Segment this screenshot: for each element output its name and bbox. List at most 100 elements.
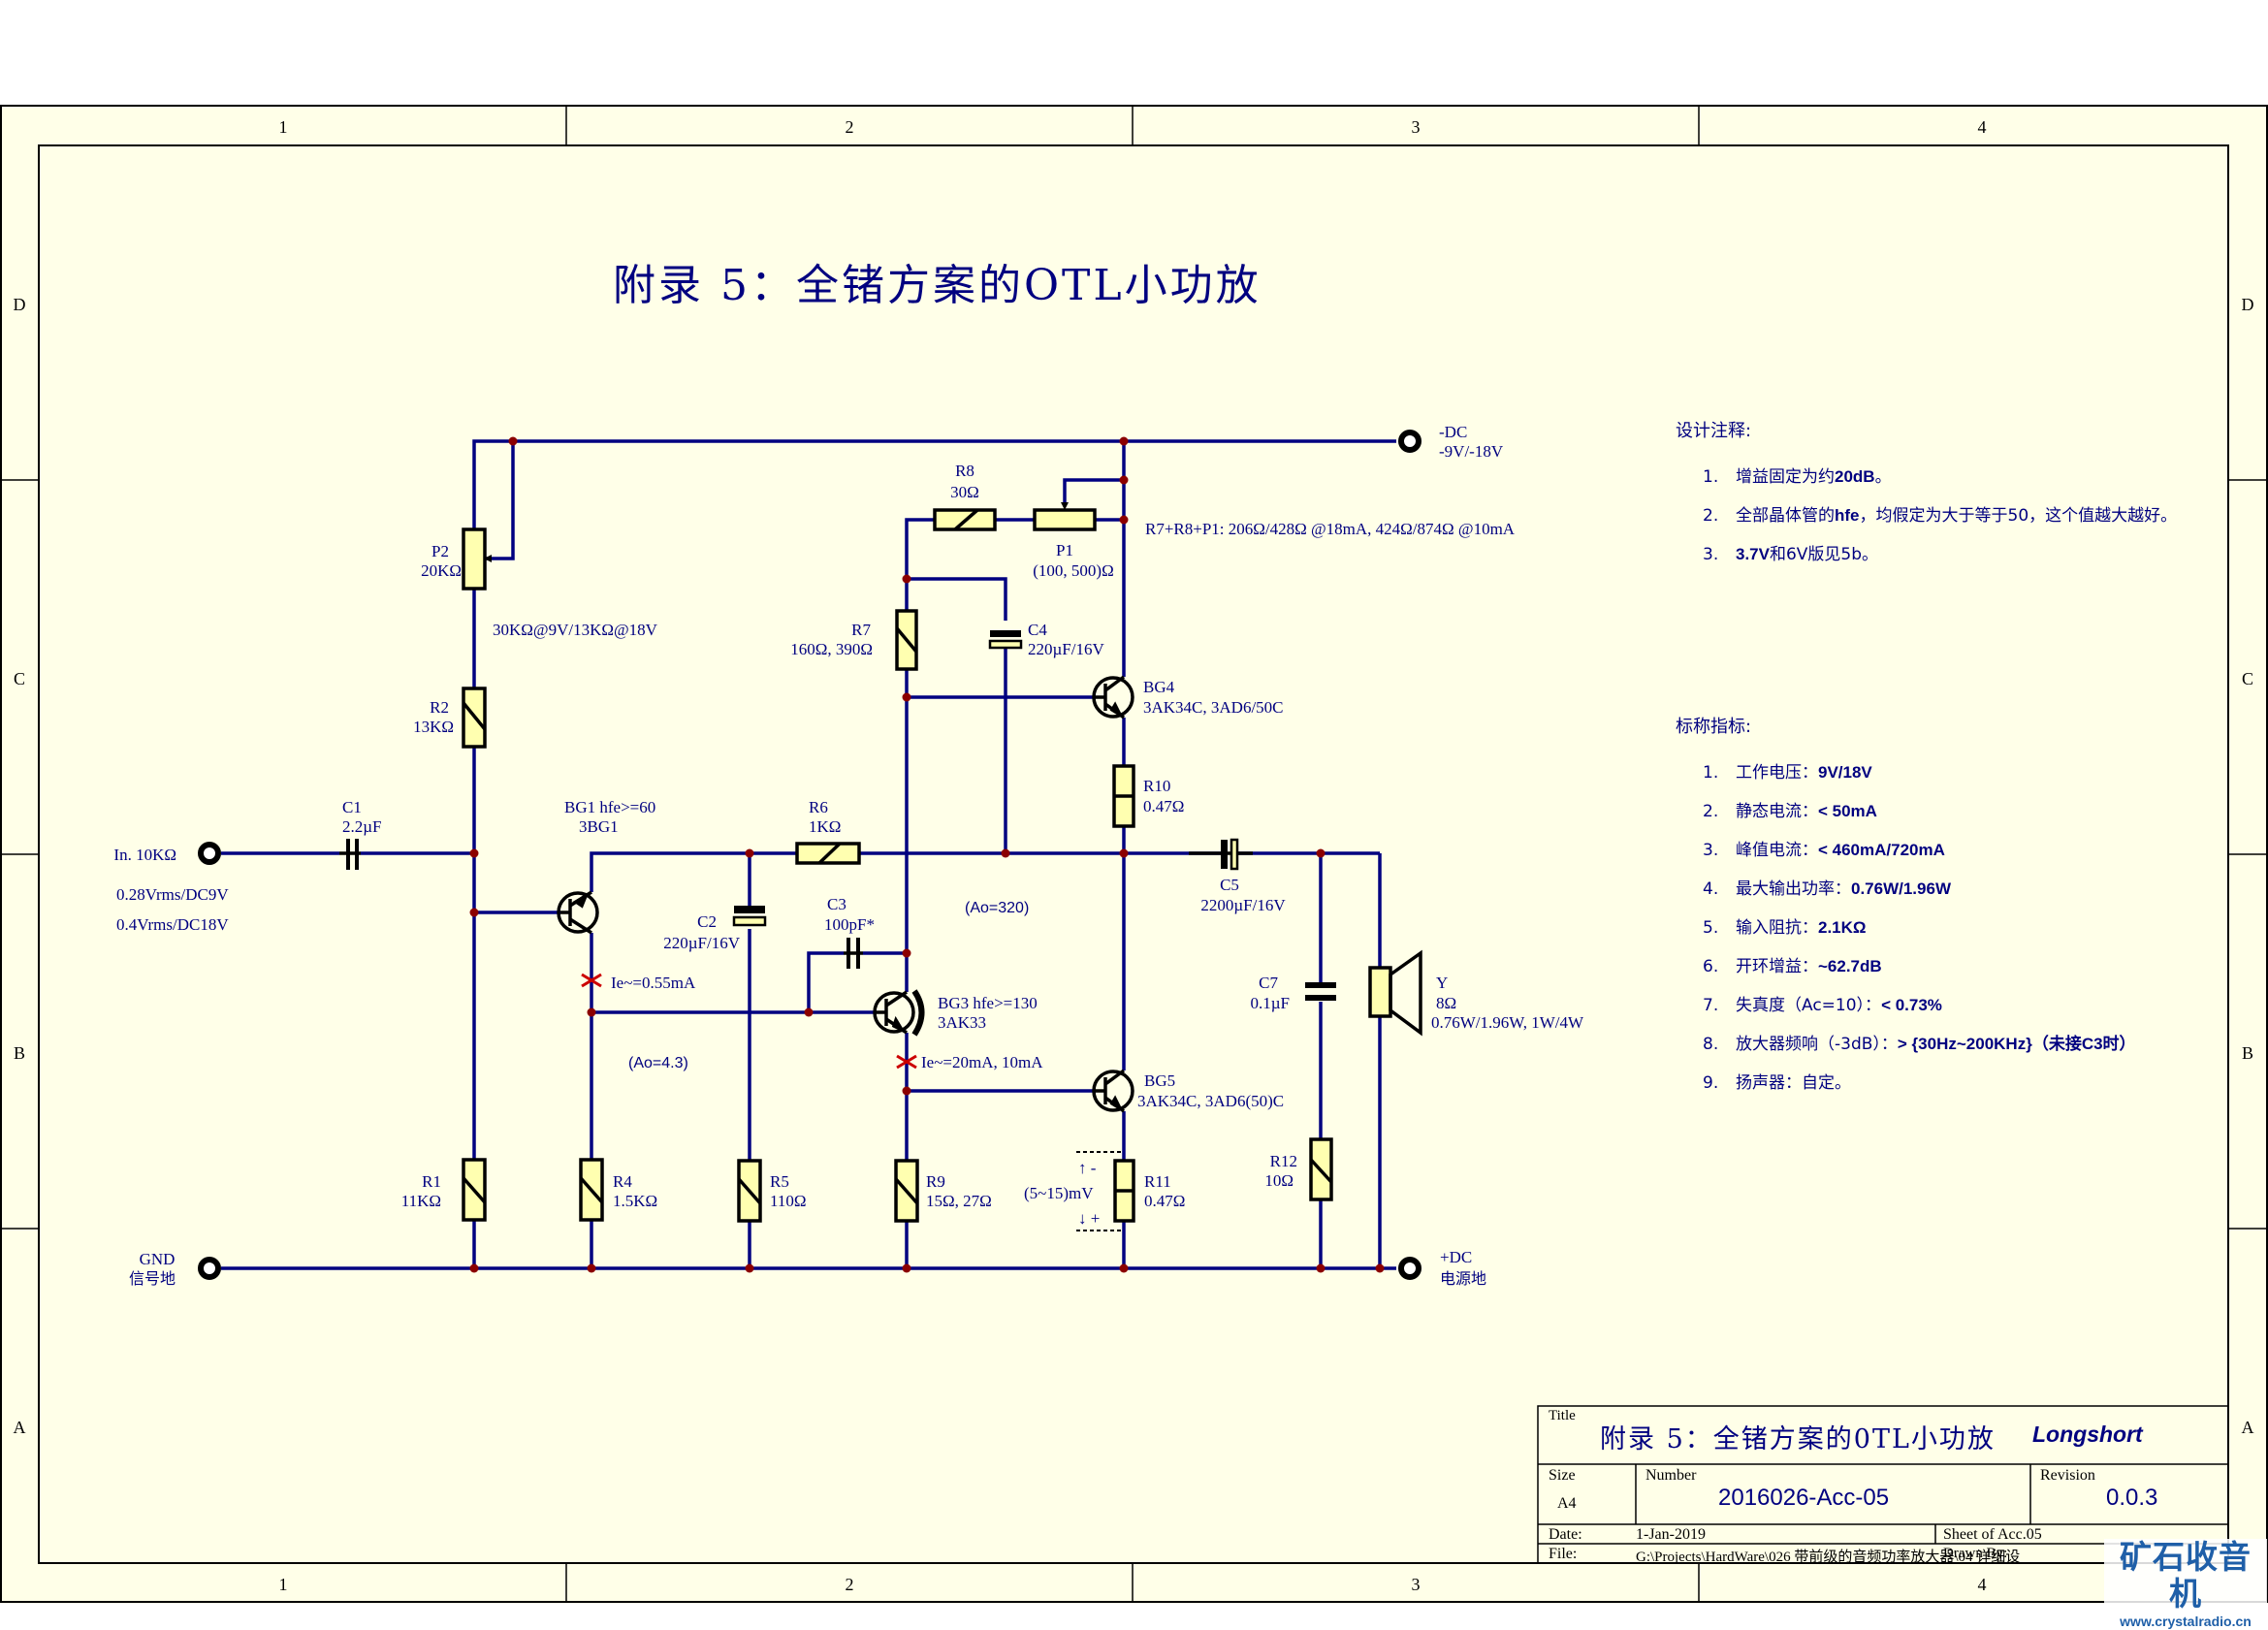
- spec-value: < 50mA: [1818, 802, 1877, 820]
- c5-ref: C5: [1220, 876, 1239, 894]
- c3-value: 100pF*: [824, 915, 875, 934]
- input-note: 0.28Vrms/DC9V: [116, 885, 229, 904]
- col-label-top: 4: [1978, 117, 1987, 137]
- speaker-value: 8Ω: [1436, 994, 1456, 1012]
- gnd-label: GND: [140, 1250, 176, 1268]
- title-block-number: 2016026-Acc-05: [1718, 1485, 1890, 1511]
- design-note-item: 2.全部晶体管的hfe，均假定为大于等于50，这个值越大越好。: [1703, 496, 2177, 535]
- bg5-ref: BG5: [1144, 1071, 1175, 1090]
- spec-number: 7.: [1703, 996, 1719, 1015]
- spec-value: > {30Hz~200KHz}（未接C3时）: [1897, 1035, 2136, 1053]
- c1-value: 2.2µF: [342, 817, 382, 836]
- spec-label: 静态电流：: [1736, 802, 1818, 821]
- row-label-left: B: [14, 1043, 25, 1063]
- r2-value: 13KΩ: [413, 718, 454, 736]
- page-title: 附录 5：全锗方案的OTL小功放: [613, 261, 1262, 310]
- terminal-input: [198, 842, 221, 865]
- spec-list: 标称指标: 1.工作电压：9V/18V 2. 静态电流：< 50mA 3.峰值电流…: [1676, 713, 2136, 1103]
- current-test-markers: [581, 973, 917, 1070]
- r8-ref: R8: [955, 462, 974, 480]
- capacitor-C5: [1189, 838, 1253, 871]
- input-note: 0.4Vrms/DC18V: [116, 915, 229, 934]
- capacitor-C7: [1305, 982, 1336, 1001]
- spec-item: 3.峰值电流：< 460mA/720mA: [1703, 831, 2136, 870]
- spec-value: 2.1KΩ: [1818, 918, 1867, 937]
- pos-dc-sublabel: 电源地: [1440, 1270, 1486, 1288]
- design-notes: 设计注释: 1.增益固定为约20dB。 2.全部晶体管的hfe，均假定为大于等于…: [1676, 417, 2177, 574]
- r4-ref: R4: [613, 1172, 632, 1191]
- spec-number: 8.: [1703, 1035, 1719, 1054]
- resistor-R6: [795, 842, 861, 865]
- spec-number: 1.: [1703, 763, 1719, 783]
- resistor-R9: [894, 1159, 919, 1223]
- capacitor-C4: [988, 630, 1023, 650]
- resistor-R10: [1112, 764, 1135, 828]
- spec-number: 5.: [1703, 918, 1719, 938]
- resistor-R2: [462, 687, 487, 749]
- title-block-sheet: Sheet of Acc.05: [1943, 1526, 2042, 1543]
- resistor-R12: [1309, 1137, 1333, 1201]
- c2-ref: C2: [697, 912, 717, 931]
- title-block-date-label: Date:: [1549, 1526, 1582, 1543]
- spec-item: 2. 静态电流：< 50mA: [1703, 792, 2136, 831]
- c7-value: 0.1µF: [1251, 994, 1291, 1012]
- capacitor-C1: [339, 839, 361, 870]
- spec-label: 开环增益：: [1736, 957, 1818, 976]
- c3-ref: C3: [827, 895, 847, 913]
- speaker-power: 0.76W/1.96W, 1W/4W: [1431, 1013, 1584, 1032]
- spec-number: 3.: [1703, 841, 1719, 860]
- spec-number: 2.: [1703, 802, 1719, 821]
- row-label-left: D: [14, 295, 26, 314]
- spec-value: < 460mA/720mA: [1818, 841, 1945, 859]
- spec-value: < 0.73%: [1881, 996, 1942, 1014]
- gnd-sublabel: 信号地: [129, 1270, 176, 1288]
- note-text: 增益固定为约: [1736, 467, 1835, 487]
- capacitor-C3: [844, 938, 863, 969]
- r11-meas-value: (5~15)mV: [1024, 1184, 1094, 1202]
- resistor-R7: [895, 609, 918, 671]
- spec-heading: 标称指标:: [1676, 717, 1752, 737]
- title-block-size-label: Size: [1549, 1467, 1576, 1484]
- col-label-bottom: 4: [1978, 1575, 1987, 1594]
- r5-value: 110Ω: [770, 1192, 807, 1210]
- row-label-right: A: [2242, 1418, 2254, 1437]
- spec-label: 扬声器：: [1736, 1073, 1802, 1093]
- spec-value: 9V/18V: [1818, 763, 1872, 782]
- resistor-R1: [462, 1158, 487, 1222]
- note-tail: 。: [1874, 467, 1892, 487]
- r12-ref: R12: [1270, 1152, 1297, 1170]
- component-labels: In. 10KΩ 0.28Vrms/DC9V 0.4Vrms/DC18V GND…: [113, 423, 1584, 1288]
- spec-value: 0.76W/1.96W: [1851, 879, 1951, 898]
- pos-dc-label: +DC: [1440, 1248, 1472, 1266]
- spec-item: 1.工作电压：9V/18V: [1703, 753, 2136, 792]
- row-label-right: B: [2242, 1043, 2253, 1063]
- c4-value: 220µF/16V: [1028, 640, 1104, 658]
- r9-value: 15Ω, 27Ω: [926, 1192, 992, 1210]
- note-bold: 3.7V: [1736, 545, 1770, 563]
- note-tail: 和6V版见5b。: [1769, 545, 1879, 564]
- spec-item: 9.扬声器：自定。: [1703, 1064, 2136, 1103]
- spec-item: 6.开环增益：~62.7dB: [1703, 947, 2136, 986]
- bg3-current: Ie~=20mA, 10mA: [921, 1053, 1043, 1071]
- spec-label: 最大输出功率：: [1736, 879, 1851, 899]
- r5-ref: R5: [770, 1172, 789, 1191]
- col-label-bottom: 2: [846, 1575, 854, 1594]
- p2-ref: P2: [431, 542, 449, 560]
- transistor-BG3: [873, 989, 925, 1037]
- title-block-file-label: File:: [1549, 1546, 1578, 1562]
- r1-ref: R1: [422, 1172, 441, 1191]
- note-number: 1.: [1703, 467, 1719, 487]
- row-label-left: C: [14, 669, 25, 688]
- bg1-ref: BG1 hfe>=60: [564, 798, 655, 816]
- spec-item: 8.放大器频响（-3dB）：> {30Hz~200KHz}（未接C3时）: [1703, 1025, 2136, 1064]
- bg3-value: 3AK33: [938, 1013, 986, 1032]
- wires: [221, 439, 1396, 1270]
- r6-value: 1KΩ: [809, 817, 841, 836]
- title-block-size: A4: [1557, 1495, 1577, 1512]
- spec-item: 5.输入阻抗：2.1KΩ: [1703, 909, 2136, 947]
- c7-ref: C7: [1259, 974, 1278, 992]
- r6-ref: R6: [809, 798, 828, 816]
- title-block-frame: [1537, 1405, 2229, 1564]
